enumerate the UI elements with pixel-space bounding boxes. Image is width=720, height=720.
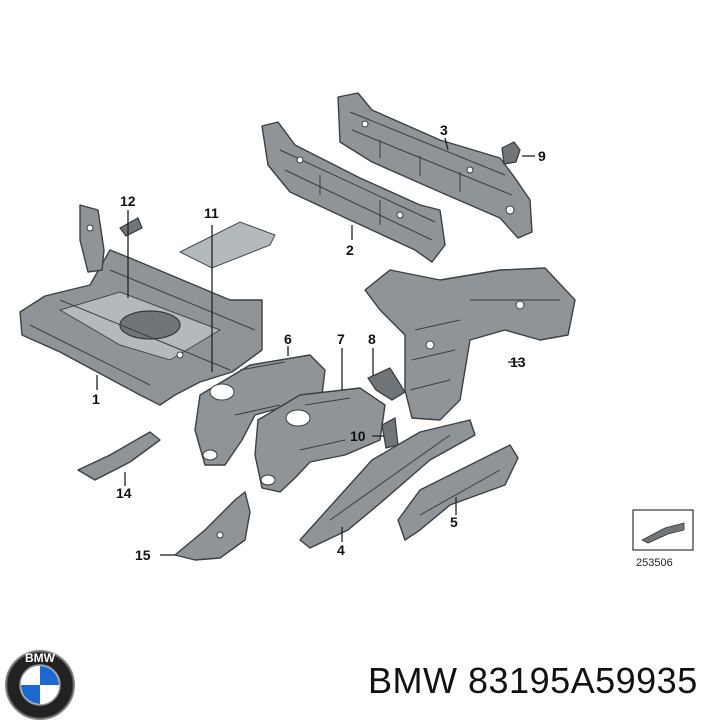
- part-4-side-rail: [299, 419, 476, 549]
- arrow-icon: [641, 522, 685, 544]
- part-14-strip: [77, 431, 161, 481]
- callout-15: 15: [135, 547, 151, 563]
- callout-labels: 3 9 2 12 11 13 6 7 8 1 10 14 5 15 4: [92, 122, 546, 563]
- part-6-wheel-arch: [194, 354, 326, 466]
- callout-7: 7: [337, 331, 345, 347]
- callout-9: 9: [538, 148, 546, 164]
- callout-5: 5: [450, 514, 458, 530]
- leader-lines: [96, 137, 535, 556]
- callout-14: 14: [116, 485, 132, 501]
- callout-8: 8: [368, 331, 376, 347]
- part-10-bracket: [381, 417, 399, 449]
- part-8-bracket: [367, 367, 406, 401]
- callout-2: 2: [346, 242, 354, 258]
- part-1-floor-pan: [19, 204, 263, 406]
- callout-1: 1: [92, 391, 100, 407]
- callout-11: 11: [204, 205, 219, 221]
- part-5-side-rail: [397, 444, 519, 541]
- callout-3: 3: [440, 122, 448, 138]
- part-11-floor-cover: [178, 221, 276, 269]
- bmw-logo: BMW: [5, 650, 75, 720]
- part-3-rear-panel-upper: [337, 92, 533, 239]
- part-13-side-frame: [364, 267, 576, 421]
- callout-6: 6: [284, 331, 292, 347]
- callout-10: 10: [350, 428, 366, 444]
- diagram-ref-number: 253506: [636, 557, 673, 569]
- part-9-bracket: [501, 141, 521, 165]
- callout-13: 13: [510, 354, 526, 370]
- logo-text: BMW: [25, 651, 56, 665]
- callout-12: 12: [120, 193, 136, 209]
- part-2-rear-panel-lower: [261, 121, 446, 263]
- part-7-wheel-arch: [254, 387, 386, 493]
- diagram-reference-box: 253506: [632, 509, 694, 569]
- callout-4: 4: [337, 542, 345, 558]
- part-number: 83195A59935: [468, 660, 698, 701]
- part-15-bracket: [174, 491, 251, 561]
- brand-name: BMW: [368, 660, 458, 701]
- part-number-label: BMW 83195A59935: [368, 660, 698, 702]
- part-12-clip: [119, 217, 143, 237]
